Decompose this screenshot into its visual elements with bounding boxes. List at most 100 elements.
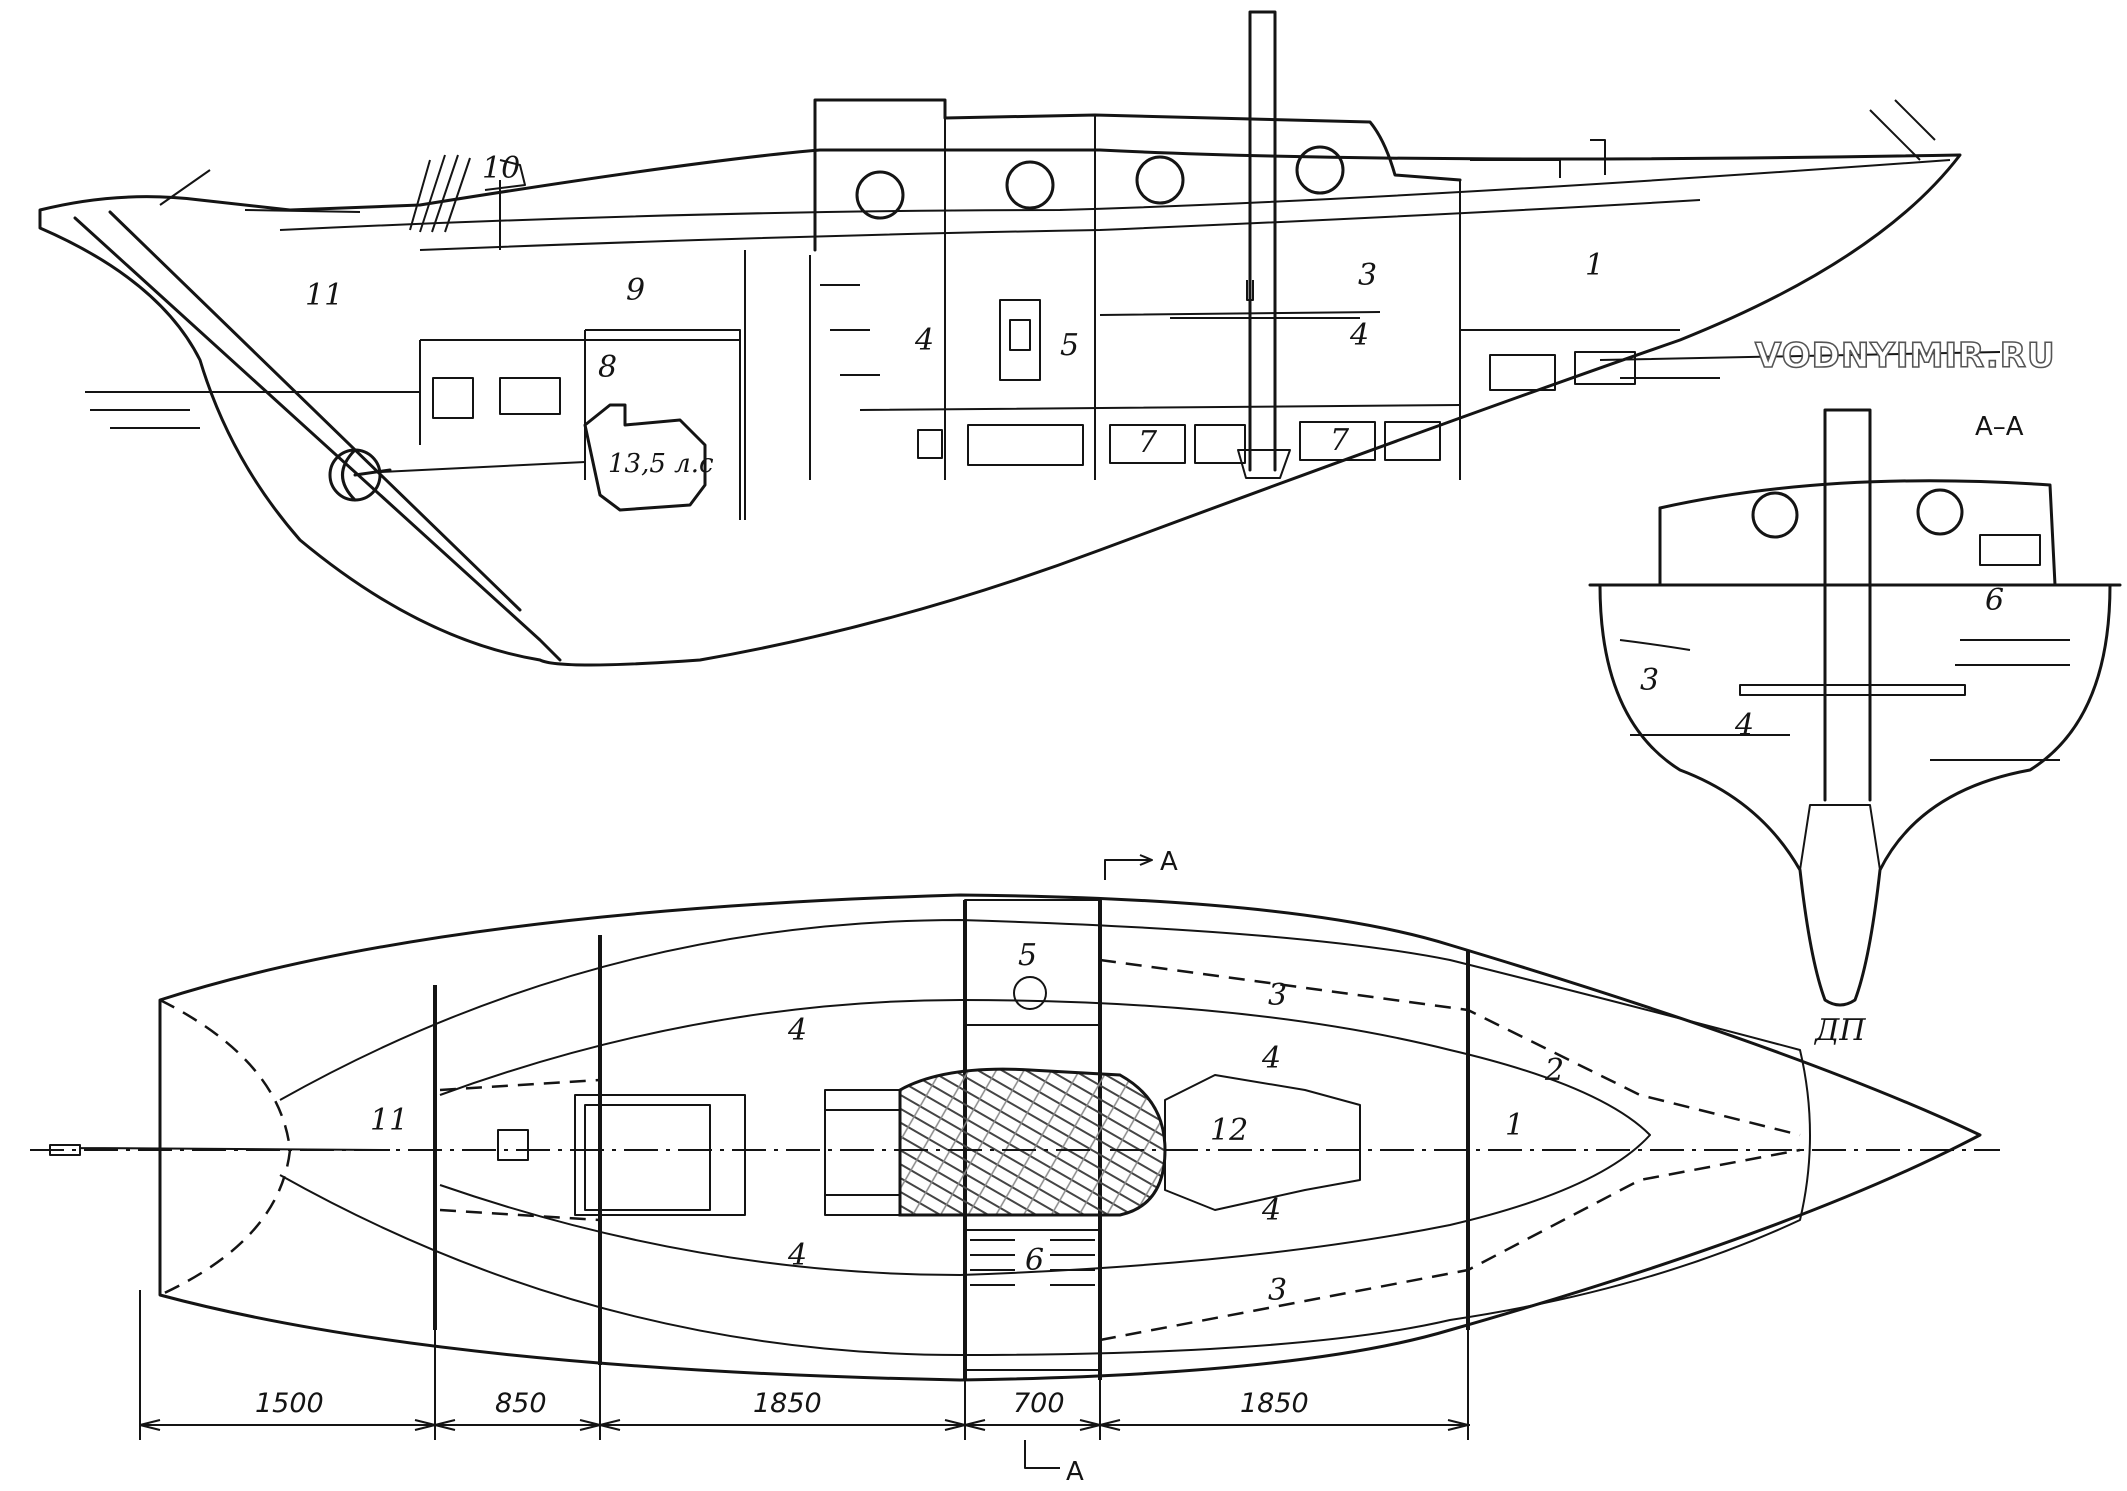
bow-pulpit xyxy=(1869,99,1936,161)
locker-10 xyxy=(1574,351,1636,385)
cockpit-vent xyxy=(484,159,526,250)
section-arrow-bottom xyxy=(1024,1440,1060,1469)
cabin-sole xyxy=(898,1067,1167,1217)
section-shelf xyxy=(1955,639,2070,666)
plan-view: 1 2 3 3 4 4 4 4 5 6 11 12 А А xyxy=(30,847,2000,1487)
section-table xyxy=(1739,684,1966,696)
cabin-trunk xyxy=(813,98,1462,252)
engine-block xyxy=(583,403,707,512)
section-label-3: 3 xyxy=(1640,663,1659,698)
stove xyxy=(999,299,1041,381)
dimension-arrows xyxy=(139,1419,1469,1431)
locker-7 xyxy=(1299,421,1376,461)
section-title: А–А xyxy=(1975,412,2024,442)
plan-label-4c: 4 xyxy=(787,1238,807,1273)
prop-shaft xyxy=(379,461,586,473)
plan-label-12: 12 xyxy=(1210,1113,1248,1148)
interior-sheer xyxy=(419,199,1701,251)
water-ripples xyxy=(90,377,1720,429)
waterline xyxy=(85,351,2001,393)
bottle xyxy=(1246,280,1254,301)
profile-label-8: 8 xyxy=(598,350,617,385)
plan-dash-bow-upper xyxy=(1099,958,1801,1137)
section-hull xyxy=(1598,583,2112,1007)
dimension-line: 1500 850 1850 700 1850 xyxy=(139,1290,1470,1440)
tiller xyxy=(49,1144,391,1156)
section-berth xyxy=(1619,639,2060,761)
profile-label-4a: 4 xyxy=(914,323,934,358)
engine-label: 13,5 л.с xyxy=(608,449,714,479)
section-mark-top: А xyxy=(1160,847,1178,877)
cockpit-well xyxy=(574,1094,746,1216)
deck-sheer xyxy=(279,159,1951,231)
profile-label-5: 5 xyxy=(1060,328,1079,363)
plan-hull-outline xyxy=(158,893,1982,1382)
section-porthole-1 xyxy=(1751,491,1799,539)
forepeak-hatch xyxy=(1164,1074,1361,1211)
section-arrow-top xyxy=(1104,854,1153,880)
locker-3 xyxy=(917,429,943,459)
companionway xyxy=(824,1089,901,1216)
hull-outline xyxy=(38,148,1962,667)
profile-label-11: 11 xyxy=(305,278,343,313)
plan-label-4a: 4 xyxy=(787,1013,807,1048)
section-label-6: 6 xyxy=(1985,583,2004,618)
forward-hatch xyxy=(1470,139,1606,178)
dimension-ticks xyxy=(139,1290,1469,1440)
plan-dash-stern xyxy=(159,998,292,1297)
plan-deck-edge xyxy=(279,919,1811,1356)
plan-label-6: 6 xyxy=(1025,1243,1044,1278)
section-keel-fin xyxy=(1799,804,1881,871)
plan-label-1: 1 xyxy=(1505,1108,1524,1143)
plan-label-4d: 4 xyxy=(1261,1193,1281,1228)
engine-box xyxy=(584,329,741,520)
section-locker xyxy=(1979,534,2041,566)
cockpit-hatch xyxy=(584,1104,711,1211)
section-cabin-top xyxy=(1658,479,2057,587)
stove-burner xyxy=(1013,976,1047,1010)
porthole-1 xyxy=(855,170,905,220)
locker-5 xyxy=(1109,424,1186,464)
porthole-3 xyxy=(1135,155,1185,205)
plan-cabin-outline xyxy=(439,999,1651,1276)
section-label-4: 4 xyxy=(1734,708,1754,743)
saloon-table xyxy=(1170,317,1360,335)
porthole-4 xyxy=(1295,145,1345,195)
locker-4 xyxy=(967,424,1084,466)
mast-base xyxy=(1237,449,1291,479)
galley-counter xyxy=(964,899,1101,1026)
cockpit-floor xyxy=(419,339,740,445)
mast xyxy=(1248,10,1277,472)
plan-label-3a: 3 xyxy=(1268,978,1287,1013)
profile-label-1: 1 xyxy=(1585,248,1604,283)
profile-label-7b: 7 xyxy=(1330,423,1350,458)
section-aa-view: А–А 3 4 6 ДП xyxy=(1588,408,2122,1048)
dimension-850: 850 xyxy=(495,1388,547,1419)
locker-9 xyxy=(1489,354,1556,391)
locker-1 xyxy=(432,377,474,419)
dimension-1850b: 1850 xyxy=(1240,1388,1309,1419)
head-compartment xyxy=(964,1229,1101,1371)
plan-dash-bow-lower xyxy=(1099,1148,1801,1342)
plan-label-4b: 4 xyxy=(1261,1041,1281,1076)
stern-hatch xyxy=(497,1129,529,1161)
profile-label-10: 10 xyxy=(482,151,520,186)
profile-label-4b: 4 xyxy=(1349,318,1369,353)
plan-label-5: 5 xyxy=(1018,938,1037,973)
locker-6 xyxy=(1194,424,1246,464)
settee-line xyxy=(859,311,1680,411)
head-grille xyxy=(970,1239,1095,1286)
locker-2 xyxy=(499,377,561,415)
plan-dash-aft xyxy=(439,1078,601,1222)
profile-label-9: 9 xyxy=(626,273,645,308)
dimension-1850a: 1850 xyxy=(753,1388,822,1419)
dimension-700: 700 xyxy=(1013,1388,1065,1419)
section-mast xyxy=(1823,408,1872,802)
companionway-steps xyxy=(820,284,880,376)
section-porthole-2 xyxy=(1916,488,1964,536)
section-mark-bottom: А xyxy=(1066,1457,1084,1487)
rudder-strut xyxy=(73,210,562,662)
dimension-1500: 1500 xyxy=(255,1388,324,1419)
stern-rails xyxy=(159,154,471,233)
